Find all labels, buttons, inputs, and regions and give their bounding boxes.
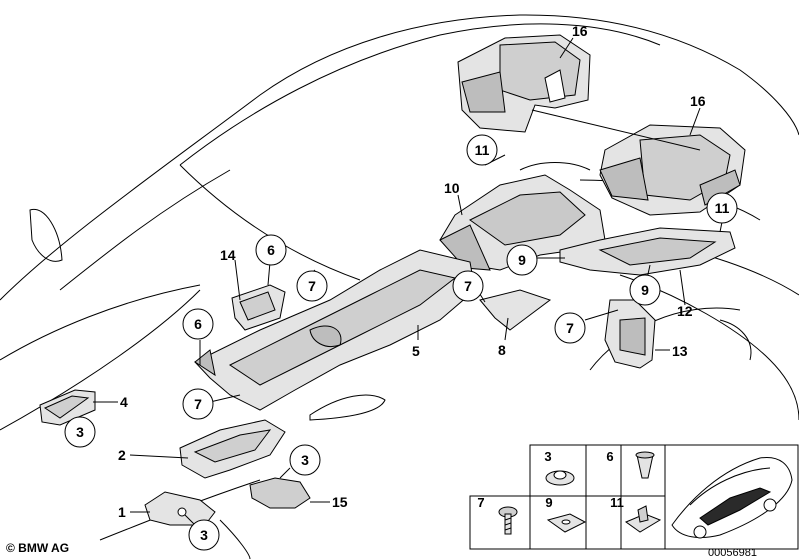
callout-8: 8 xyxy=(498,342,506,358)
circled-3-bottom: 3 xyxy=(200,527,208,543)
circled-6-left: 6 xyxy=(194,316,202,332)
callout-1: 1 xyxy=(118,504,126,520)
circled-7-left: 7 xyxy=(194,396,202,412)
part-2-shield xyxy=(179,419,286,479)
callout-4: 4 xyxy=(120,394,128,410)
circled-11-top: 11 xyxy=(475,142,490,158)
copyright-text: © BMW AG xyxy=(6,541,69,555)
callout-15: 15 xyxy=(332,494,348,510)
car-body-outline xyxy=(0,14,799,559)
screw-icon xyxy=(498,506,518,535)
part-15-shield xyxy=(249,477,311,509)
circled-3-left: 3 xyxy=(76,424,84,440)
circled-7-center: 7 xyxy=(464,278,472,294)
circled-7-upper: 7 xyxy=(308,278,316,294)
legend-label-11: 11 xyxy=(610,495,624,510)
callout-labels: 16 16 10 14 5 8 12 13 4 2 1 15 xyxy=(118,23,706,520)
callout-12: 12 xyxy=(677,303,693,319)
legend-label-3: 3 xyxy=(544,449,551,464)
part-16-heat-shield-front xyxy=(457,34,591,133)
clip-nut-icon xyxy=(624,505,662,533)
legend-label-6: 6 xyxy=(606,449,613,464)
circled-6-upper: 6 xyxy=(267,242,275,258)
callout-5: 5 xyxy=(412,343,420,359)
circled-9-center: 9 xyxy=(518,252,526,268)
callout-14: 14 xyxy=(220,247,236,263)
expanding-rivet-icon xyxy=(635,451,655,479)
circled-callouts xyxy=(64,134,738,551)
tank-link-line xyxy=(531,109,701,151)
legend-label-7: 7 xyxy=(477,495,484,510)
circled-7-right: 7 xyxy=(566,320,574,336)
part-8-bracket xyxy=(479,289,552,331)
callout-2: 2 xyxy=(118,447,126,463)
part-4-shield xyxy=(39,389,96,426)
document-number: 00056981 xyxy=(708,547,757,559)
grommet-icon xyxy=(545,470,575,486)
part-16-heat-shield-rear xyxy=(599,124,746,216)
callout-10: 10 xyxy=(444,180,460,196)
circled-11-right: 11 xyxy=(715,200,730,216)
part-14-bracket xyxy=(231,284,286,331)
part-13-side-shield xyxy=(604,299,656,369)
spring-nut-icon xyxy=(546,513,587,533)
vehicle-location-icon xyxy=(671,456,793,539)
callout-16-rear: 16 xyxy=(690,93,706,109)
circled-3-middle: 3 xyxy=(301,452,309,468)
callout-13: 13 xyxy=(672,343,688,359)
part-12-rear-shield xyxy=(559,227,736,276)
circled-callout-labels: 11 11 9 9 7 6 7 6 7 7 3 3 3 xyxy=(76,142,730,543)
fastener-legend: 3 6 7 9 11 xyxy=(469,444,799,550)
callout-16-front: 16 xyxy=(572,23,588,39)
part-1-shield xyxy=(144,491,216,526)
circled-9-right: 9 xyxy=(641,282,649,298)
legend-label-9: 9 xyxy=(545,495,552,510)
part-5-tunnel-shield-long xyxy=(194,249,476,411)
